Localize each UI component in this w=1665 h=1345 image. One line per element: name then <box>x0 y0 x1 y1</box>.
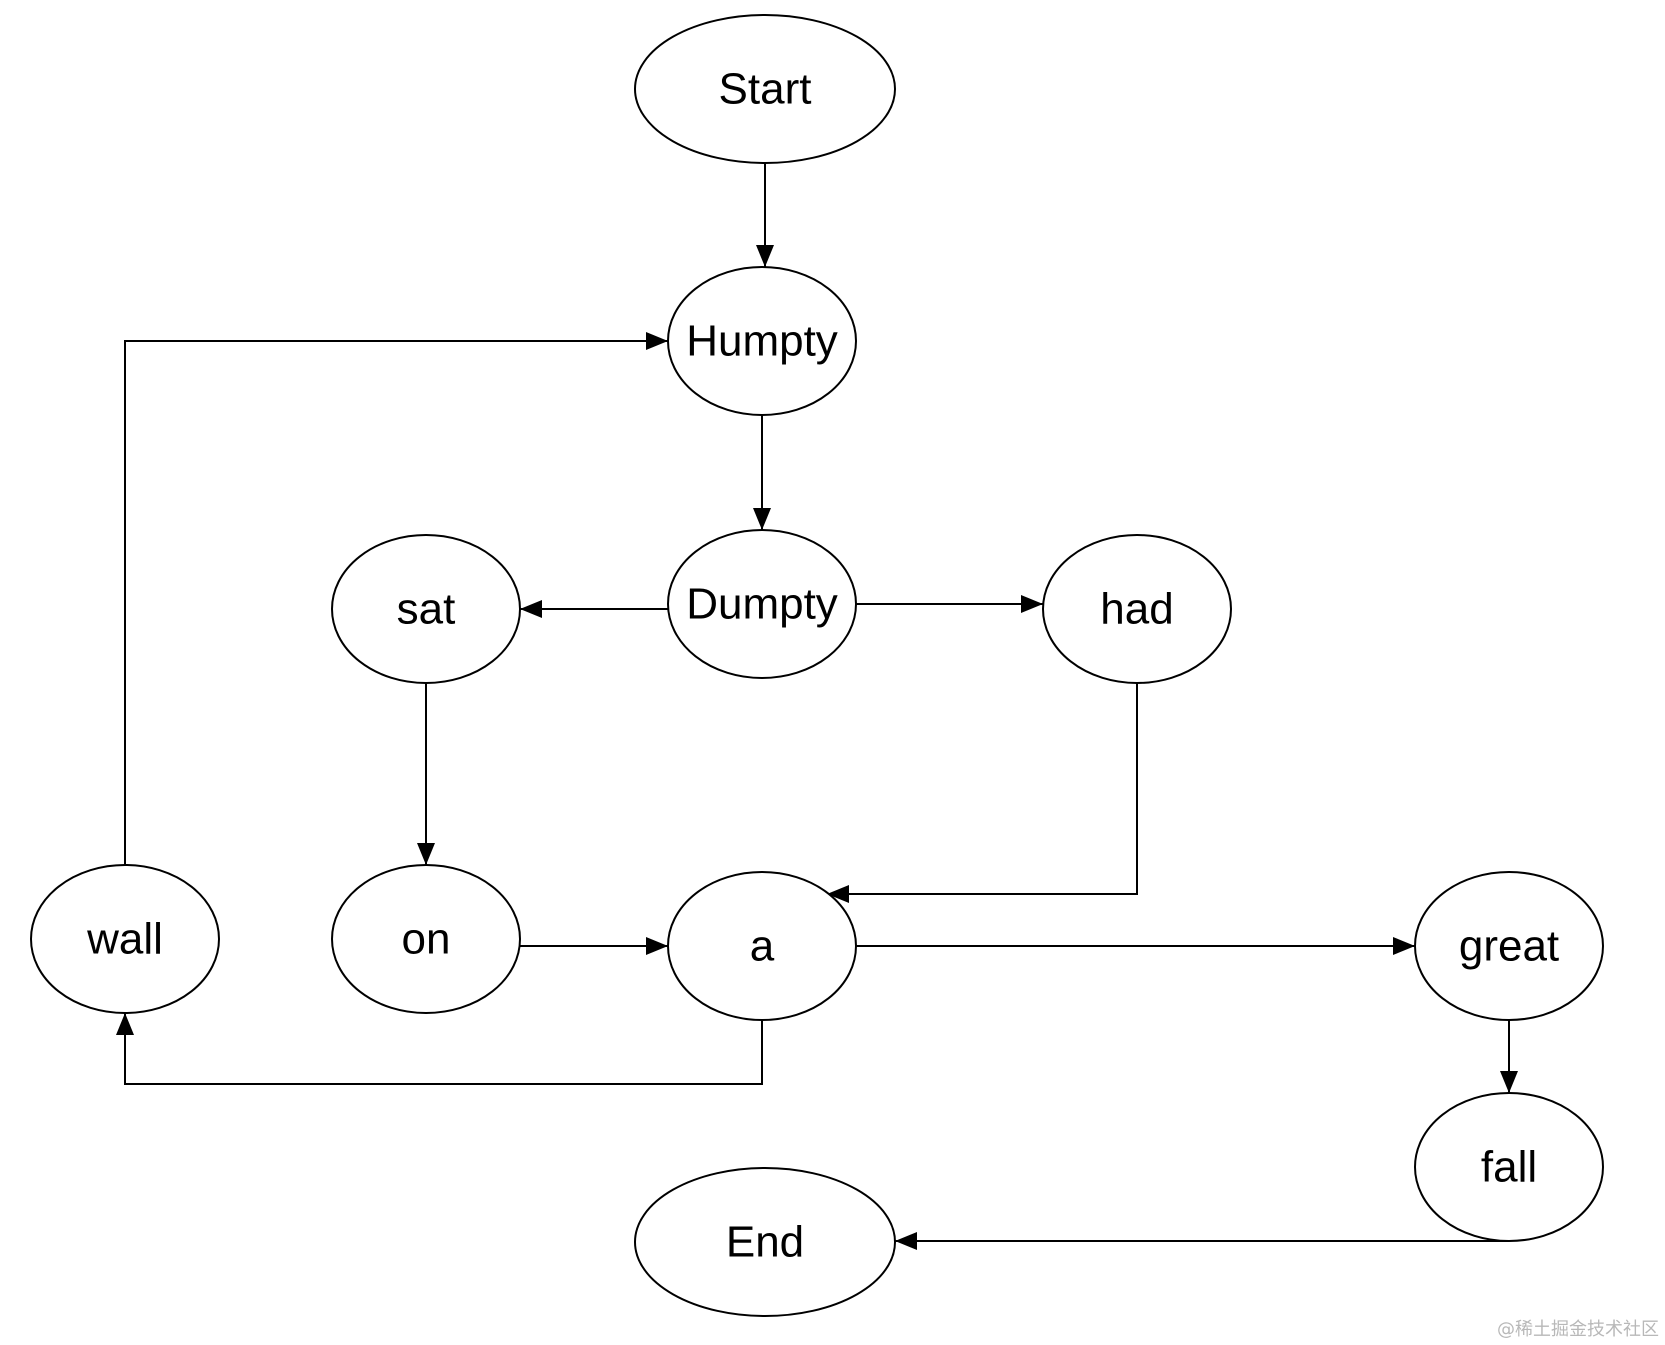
node-ellipse <box>667 529 857 679</box>
node-label: on <box>402 915 451 964</box>
edge-had-a <box>827 683 1138 903</box>
edge-dumpty-sat <box>520 600 668 618</box>
node-wall: wall <box>30 864 220 1014</box>
node-great: great <box>1414 871 1604 1021</box>
edges-layer <box>116 163 1518 1250</box>
edge-humpty-dumpty <box>753 415 771 530</box>
node-a: a <box>667 871 857 1021</box>
edge-fall-end <box>895 1232 1509 1250</box>
node-sat: sat <box>331 534 521 684</box>
node-label: a <box>750 922 775 971</box>
node-label: wall <box>86 915 163 964</box>
arrowhead-icon <box>417 843 435 865</box>
node-ellipse <box>634 14 896 164</box>
edge-a-great <box>856 937 1415 955</box>
edge-start-humpty <box>756 163 774 267</box>
node-start: Start <box>634 14 896 164</box>
node-label: great <box>1459 922 1559 971</box>
edge-a-wall <box>116 1013 763 1085</box>
edge-on-a <box>520 937 668 955</box>
node-ellipse <box>30 864 220 1014</box>
node-ellipse <box>1042 534 1232 684</box>
node-ellipse <box>1414 871 1604 1021</box>
edge-dumpty-had <box>856 595 1043 613</box>
arrowhead-icon <box>116 1013 134 1035</box>
arrowhead-icon <box>646 332 668 350</box>
arrowhead-icon <box>1500 1071 1518 1093</box>
edge-line <box>124 340 668 865</box>
node-label: End <box>726 1218 804 1267</box>
node-on: on <box>331 864 521 1014</box>
node-ellipse <box>1414 1092 1604 1242</box>
node-dumpty: Dumpty <box>667 529 857 679</box>
node-end: End <box>634 1167 896 1317</box>
node-label: fall <box>1481 1143 1537 1192</box>
edge-wall-humpty <box>124 332 668 865</box>
arrowhead-icon <box>756 245 774 267</box>
edge-line <box>827 683 1138 895</box>
node-had: had <box>1042 534 1232 684</box>
node-ellipse <box>634 1167 896 1317</box>
arrowhead-icon <box>646 937 668 955</box>
node-ellipse <box>331 864 521 1014</box>
arrowhead-icon <box>1393 937 1415 955</box>
node-humpty: Humpty <box>667 266 857 416</box>
arrowhead-icon <box>1021 595 1043 613</box>
arrowhead-icon <box>895 1232 917 1250</box>
arrowhead-icon <box>753 508 771 530</box>
node-ellipse <box>667 266 857 416</box>
edge-line <box>124 1013 763 1085</box>
node-label: Humpty <box>686 317 838 366</box>
node-fall: fall <box>1414 1092 1604 1242</box>
node-ellipse <box>667 871 857 1021</box>
node-label: sat <box>397 585 456 634</box>
watermark-text: @稀土掘金技术社区 <box>1497 1319 1659 1340</box>
edge-great-fall <box>1500 1020 1518 1093</box>
node-label: had <box>1100 585 1173 634</box>
node-label: Dumpty <box>686 580 838 629</box>
node-label: Start <box>719 65 812 114</box>
arrowhead-icon <box>827 885 849 903</box>
edge-sat-on <box>417 683 435 865</box>
node-ellipse <box>331 534 521 684</box>
arrowhead-icon <box>520 600 542 618</box>
